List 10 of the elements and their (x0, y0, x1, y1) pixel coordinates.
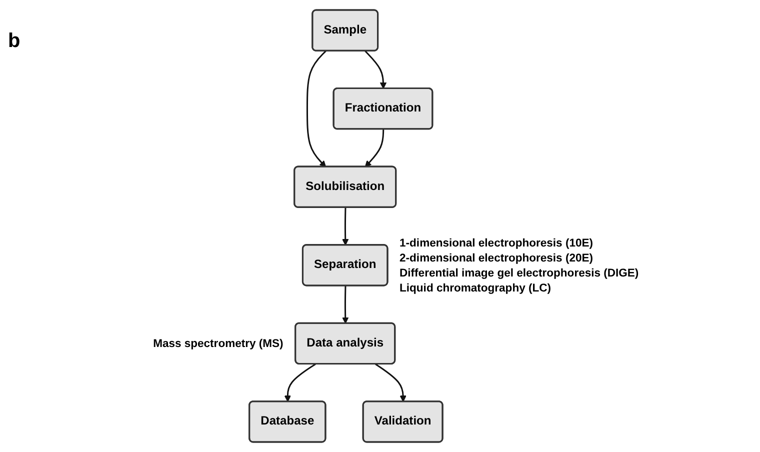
panel-letter: b (8, 30, 20, 53)
arrow (342, 208, 349, 246)
method-list: 1-dimensional electrophoresis (10E) 2-dimensional electrophoresis (20E) Differential image gel electrophoresis (DIGE) Liquid chromatography (LC) (400, 237, 639, 294)
arrow (364, 129, 384, 168)
arrow (375, 363, 406, 402)
arrow (284, 363, 316, 402)
arrow (306, 50, 326, 168)
method-list: Mass spectrometry (MS) (153, 338, 284, 350)
arrow (364, 50, 387, 89)
arrow (342, 286, 349, 324)
